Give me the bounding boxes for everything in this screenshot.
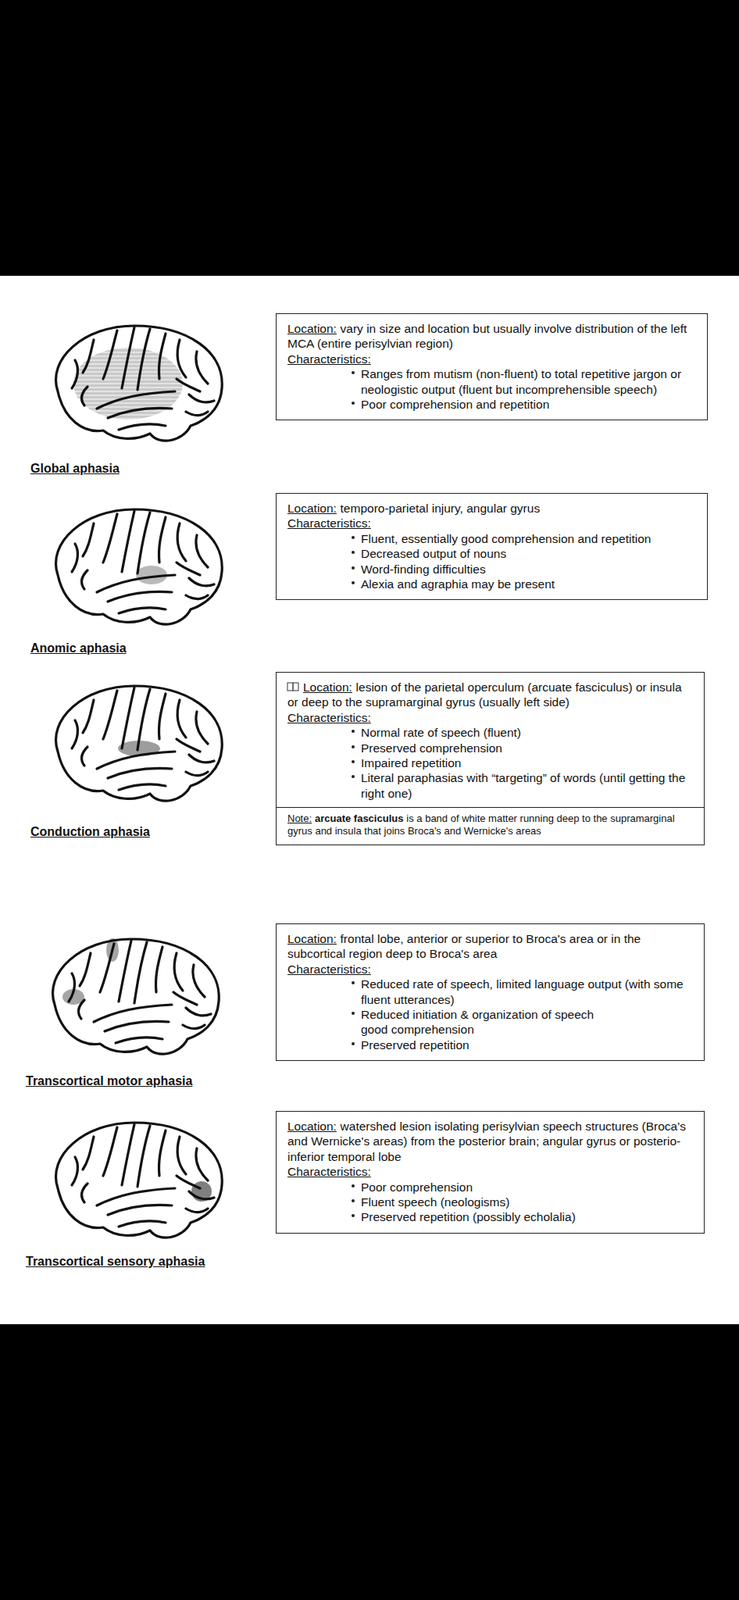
location-heading: Location:: [287, 501, 337, 515]
location-line: Location:frontal lobe, anterior or super…: [287, 931, 693, 962]
bullet-dot: [351, 1213, 355, 1218]
bullet-text: Impaired repetition: [360, 756, 461, 770]
bottom-bar: [0, 1324, 739, 1600]
bullet-dot: [351, 1184, 355, 1188]
bullet-item: Preserved comprehension: [351, 740, 693, 756]
conduction-box: Location:lesion of the parietal operculu…: [275, 671, 705, 846]
bullet-item: Fluent speech (neologisms): [351, 1194, 693, 1210]
location-text: vary in size and location but usually in…: [287, 321, 687, 350]
characteristics-heading: Characteristics:: [287, 961, 693, 977]
aphasia-label: Anomic aphasia: [30, 641, 127, 656]
bullet-item: Ranges from mutism (non-fluent) to total…: [351, 366, 697, 397]
bullet-dot: [351, 745, 355, 749]
bullet-item: Impaired repetition: [351, 755, 693, 771]
sensory-box: Location:watershed lesion isolating peri…: [275, 1110, 705, 1234]
bullet-dot: [351, 566, 355, 570]
bullet-dot: [351, 1199, 355, 1203]
characteristics-heading: Characteristics:: [287, 710, 693, 725]
location-line: Location:watershed lesion isolating peri…: [287, 1118, 693, 1164]
location-heading: Location:: [287, 321, 337, 336]
characteristics-heading: Characteristics:: [287, 1163, 693, 1179]
bullet-item: Preserved repetition (possibly echolalia…: [351, 1209, 693, 1225]
location-heading: Location:: [287, 931, 337, 946]
bullet-text: Preserved comprehension: [360, 741, 503, 755]
location-line: Location:vary in size and location but u…: [287, 321, 697, 352]
bullet-text: good comprehension: [360, 1022, 475, 1036]
global-box: Location:vary in size and location but u…: [275, 313, 708, 421]
bullet-text: Poor comprehension: [360, 1180, 473, 1194]
bullet-dot: [351, 1042, 355, 1046]
anomic-box: Location:temporo-parietal injury, angula…: [275, 492, 708, 600]
location-line: Location:lesion of the parietal operculu…: [287, 679, 693, 711]
aphasia-label: Transcortical sensory aphasia: [25, 1254, 205, 1269]
bullet-list: Reduced rate of speech, limited language…: [287, 976, 693, 1053]
bullet-item: Poor comprehension and repetition: [351, 396, 697, 412]
location-text: watershed lesion isolating perisylvian s…: [287, 1119, 686, 1164]
bullet-text: Literal paraphasias with “targeting” of …: [360, 771, 686, 800]
note-heading: Note:: [287, 812, 312, 825]
bullet-dot: [351, 981, 355, 985]
bullet-dot: [351, 371, 355, 375]
bullet-item: Reduced rate of speech, limited language…: [351, 976, 693, 1007]
location-text: temporo-parietal injury, angular gyrus: [340, 501, 541, 515]
bullet-list: Poor comprehensionFluent speech (neologi…: [287, 1179, 693, 1225]
location-line: Location:temporo-parietal injury, angula…: [287, 500, 697, 516]
aphasia-label: Conduction aphasia: [30, 824, 150, 839]
bullet-text: Poor comprehension and repetition: [360, 397, 550, 411]
note-band: Note:arcuate fasciculusis a band of whit…: [276, 806, 704, 845]
bullet-text: Reduced rate of speech, limited language…: [360, 977, 684, 1006]
top-bar: [0, 0, 739, 276]
bullet-text: Word-finding difficulties: [360, 562, 486, 576]
bullet-dot: [351, 760, 355, 764]
bullet-text: Preserved repetition: [360, 1038, 470, 1052]
location-heading: Location:: [303, 680, 353, 694]
characteristics-heading: Characteristics:: [287, 515, 697, 531]
bullet-list: Fluent, essentially good comprehension a…: [287, 531, 697, 593]
bullet-dot: [351, 550, 355, 554]
bullet-text: Fluent, essentially good comprehension a…: [360, 531, 651, 546]
bullet-text: Normal rate of speech (fluent): [360, 725, 522, 739]
aphasia-label: Transcortical motor aphasia: [25, 1074, 193, 1089]
bullet-item: Word-finding difficulties: [351, 561, 697, 577]
bullet-item: Literal paraphasias with “targeting” of …: [351, 770, 693, 801]
bullet-item: Alexia and agraphia may be present: [351, 576, 697, 592]
note-term: arcuate fasciculus: [314, 812, 404, 825]
bullet-dot: [351, 729, 355, 733]
bullet-dot: [351, 535, 355, 540]
bullet-item: Poor comprehension: [351, 1179, 693, 1195]
bullet-item: Fluent, essentially good comprehension a…: [351, 531, 697, 547]
bullet-text: Decreased output of nouns: [360, 546, 507, 561]
bullet-dot: [351, 581, 355, 585]
bullet-list: Normal rate of speech (fluent) Preserved …: [287, 724, 693, 801]
bullet-text: Fluent speech (neologisms): [360, 1195, 510, 1209]
characteristics-heading: Characteristics:: [287, 351, 697, 367]
bullet-item: Reduced initiation & organization of spe…: [351, 1006, 693, 1022]
bullet-list: Ranges from mutism (non-fluent) to total…: [287, 366, 697, 412]
aphasia-label: Global aphasia: [30, 461, 120, 476]
location-text: frontal lobe, anterior or superior to Br…: [287, 931, 641, 961]
bullet-item: Preserved repetition: [351, 1037, 693, 1053]
bullet-item: good comprehension: [351, 1021, 693, 1037]
bullet-dot: [351, 774, 355, 779]
bullet-text: Preserved repetition (possibly echolalia…: [360, 1210, 576, 1224]
location-heading: Location:: [287, 1119, 337, 1133]
bullet-dot: [351, 1011, 355, 1015]
bullet-text: Ranges from mutism (non-fluent) to total…: [360, 367, 682, 396]
bullet-item: Decreased output of nouns: [351, 546, 697, 561]
motor-box: Location:frontal lobe, anterior or super…: [275, 923, 705, 1061]
bullet-text: Reduced initiation & organization of spe…: [360, 1007, 594, 1022]
bullet-item: Normal rate of speech (fluent): [351, 724, 693, 740]
bullet-dot: [351, 401, 355, 405]
bullet-text: Alexia and agraphia may be present: [360, 577, 555, 591]
